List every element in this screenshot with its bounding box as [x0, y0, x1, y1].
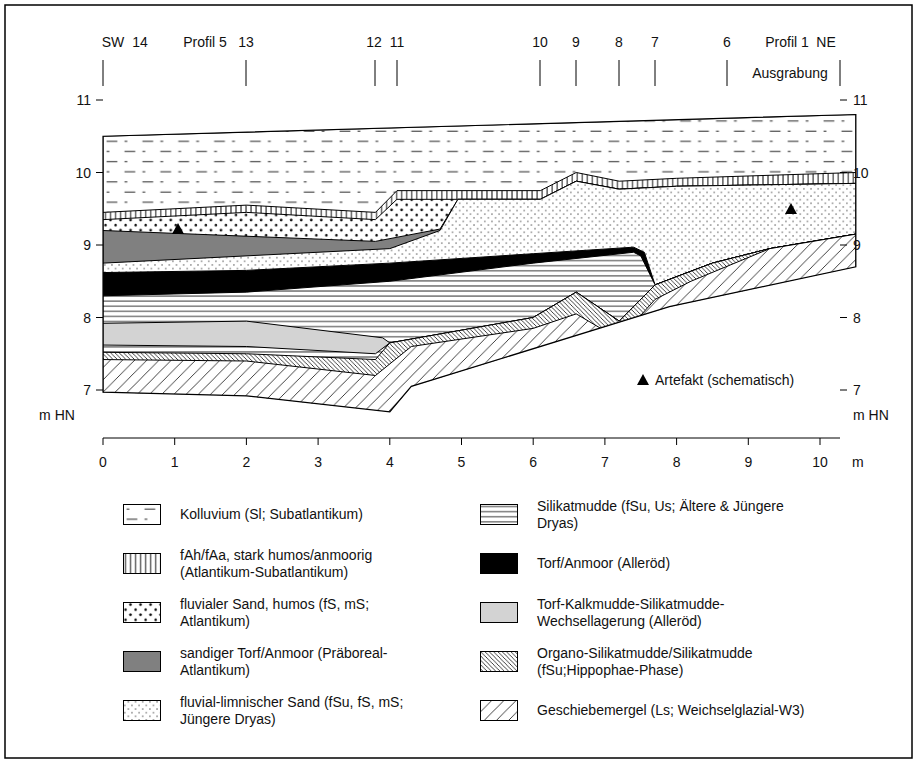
- legend-swatch: [480, 651, 518, 672]
- legend-swatch: [480, 602, 518, 623]
- axis-label: m HN: [853, 407, 889, 423]
- legend-text: Kolluvium (Sl; Subatlantikum): [180, 506, 435, 523]
- axis-label: 10: [75, 165, 91, 181]
- axis-label: 4: [386, 454, 394, 470]
- axis-label: 11: [76, 92, 91, 108]
- axis-label: NE: [816, 34, 835, 50]
- axis-label: 9: [853, 237, 861, 253]
- legend-swatch: [480, 553, 518, 574]
- axis-label: 7: [651, 34, 659, 50]
- legend-text: fluvialer Sand, humos (fS, mS; Atlantiku…: [180, 596, 435, 630]
- legend-row: Torf/Anmoor (Alleröd): [480, 547, 827, 587]
- axis-label: Profil 1: [765, 34, 809, 50]
- legend-swatch: [123, 700, 161, 721]
- axis-label: 9: [744, 454, 752, 470]
- axis-label: 3: [314, 454, 322, 470]
- axis-label: 6: [723, 34, 731, 50]
- axis-label: 5: [458, 454, 466, 470]
- legend-row: fAh/fAa, stark humos/anmoorig (Atlantiku…: [123, 547, 440, 587]
- legend-text: fAh/fAa, stark humos/anmoorig (Atlantiku…: [180, 547, 435, 581]
- axis-label: 1: [171, 454, 179, 470]
- legend-swatch: [123, 504, 161, 525]
- axis-label: 8: [853, 310, 861, 326]
- axis-label: 11: [853, 92, 868, 108]
- legend-text: Geschiebemergel (Ls; Weichselglazial-W3): [537, 702, 822, 719]
- section-layers: [103, 114, 856, 462]
- axis-label: 2: [242, 454, 250, 470]
- legend-swatch: [123, 651, 161, 672]
- legend-text: fluvial-limnischer Sand (fSu, fS, mS; Jü…: [180, 694, 435, 728]
- legend-row: Torf-Kalkmudde-Silikatmudde- Wechsellage…: [480, 596, 827, 636]
- axis-label: 7: [83, 382, 91, 398]
- axis-label: Profil 5: [183, 34, 227, 50]
- legend-text: Torf-Kalkmudde-Silikatmudde- Wechsellage…: [537, 596, 822, 630]
- axis-label: 8: [83, 310, 91, 326]
- profile-ticks: [96, 60, 847, 445]
- legend-swatch: [480, 700, 518, 721]
- legend-row: sandiger Torf/Anmoor (Präboreal-Atlantik…: [123, 645, 440, 685]
- axis-label: 6: [529, 454, 537, 470]
- axis-label: 13: [238, 34, 254, 50]
- axis-label: m HN: [39, 407, 75, 423]
- axis-label: 9: [83, 237, 91, 253]
- legend-row: Geschiebemergel (Ls; Weichselglazial-W3): [480, 694, 827, 734]
- axis-label: 12: [366, 34, 382, 50]
- legend-row: Organo-Silikatmudde/Silikatmudde (fSu;Hi…: [480, 645, 827, 685]
- legend-text: Silikatmudde (fSu, Us; Ältere & Jüngere …: [537, 498, 822, 532]
- axis-label: 14: [132, 34, 148, 50]
- legend-text: sandiger Torf/Anmoor (Präboreal-Atlantik…: [180, 645, 435, 679]
- axis-label: 10: [532, 34, 548, 50]
- axis-label: 9: [572, 34, 580, 50]
- axis-label: 7: [853, 382, 861, 398]
- axis-label: Ausgrabung: [752, 65, 828, 81]
- legend-text: Organo-Silikatmudde/Silikatmudde (fSu;Hi…: [537, 645, 822, 679]
- legend-swatch: [480, 504, 518, 525]
- axis-label: SW: [102, 34, 125, 50]
- axis-label: 11: [390, 34, 405, 50]
- artefact-markers: [172, 203, 822, 390]
- axis-label: 0: [99, 454, 107, 470]
- legend-row: Kolluvium (Sl; Subatlantikum): [123, 498, 440, 538]
- legend-row: fluvial-limnischer Sand (fSu, fS, mS; Jü…: [123, 694, 440, 734]
- axis-label: m: [852, 454, 864, 470]
- axis-label: 10: [853, 165, 869, 181]
- axis-label: 10: [812, 454, 828, 470]
- legend-text: Torf/Anmoor (Alleröd): [537, 555, 822, 572]
- axis-label: 7: [601, 454, 609, 470]
- axis-label: Artefakt (schematisch): [655, 372, 794, 388]
- axis-label: 8: [615, 34, 623, 50]
- axis-label: 8: [673, 454, 681, 470]
- frame: [5, 5, 912, 758]
- legend-swatch: [123, 553, 161, 574]
- legend-swatch: [123, 602, 161, 623]
- legend-row: Silikatmudde (fSu, Us; Ältere & Jüngere …: [480, 498, 827, 538]
- legend-row: fluvialer Sand, humos (fS, mS; Atlantiku…: [123, 596, 440, 636]
